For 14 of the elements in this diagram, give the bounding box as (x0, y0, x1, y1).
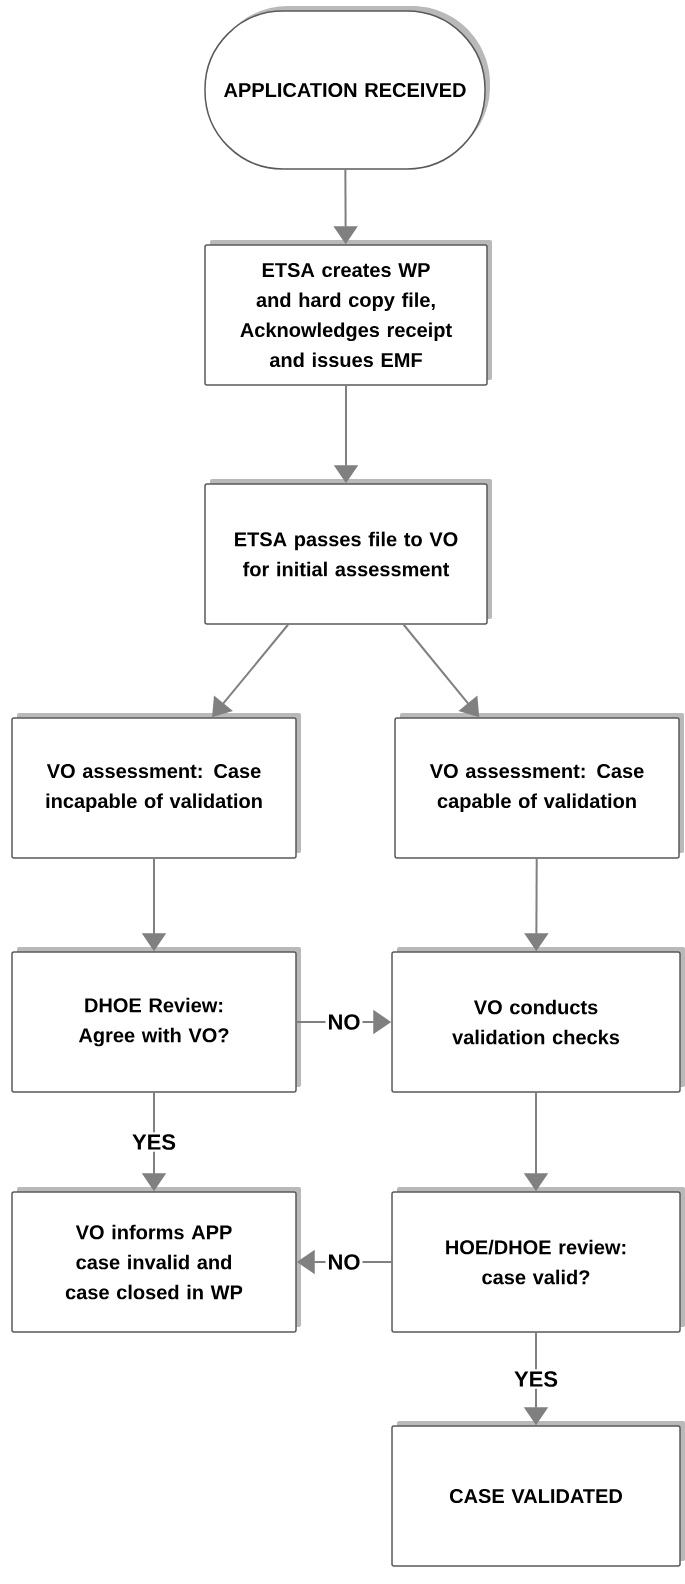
process-box: CASE VALIDATED (391, 1421, 685, 1567)
process-box: ETSA creates WP and hard copy file, Acknowledges receipt and issues EMF (204, 240, 492, 386)
edge-label: NO (329, 1014, 360, 1030)
edge-label: YES (132, 1134, 176, 1150)
edge-label: NO (329, 1254, 360, 1270)
start-terminal: APPLICATION RECEIVED (204, 6, 490, 170)
process-box: ETSA passes file to VO for initial assessment (204, 479, 492, 625)
process-box: HOE/DHOE review: case valid? (391, 1187, 685, 1333)
process-box: VO assessment: Case capable of validation (394, 713, 684, 859)
process-box: VO conducts validation checks (391, 947, 685, 1093)
process-box: DHOE Review: Agree with VO? (11, 947, 301, 1093)
process-box: VO assessment: Case incapable of validation (11, 713, 301, 859)
process-box: VO informs APP case invalid and case closed in WP (11, 1187, 301, 1333)
edge-label: YES (514, 1371, 558, 1387)
